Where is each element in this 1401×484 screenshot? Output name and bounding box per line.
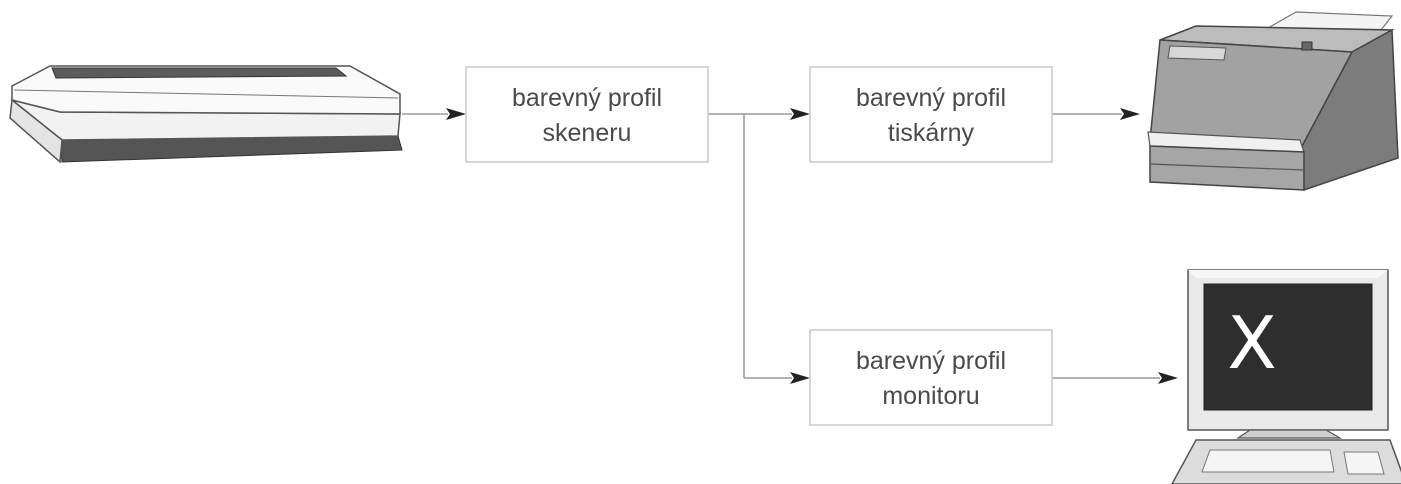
scanner-profile-label-line1: barevný profil — [512, 84, 662, 112]
arrowhead — [446, 108, 466, 120]
connectors — [402, 108, 1178, 384]
monitor-icon — [1171, 269, 1401, 484]
printer-profile-label-line2: tiskárny — [888, 119, 975, 147]
monitor-profile-label-line2: monitoru — [882, 382, 979, 410]
monitor-screen-glyph: X — [1227, 301, 1276, 385]
scanner-profile-box: barevný profil skeneru — [465, 66, 709, 163]
scanner-profile-label-line2: skeneru — [543, 119, 632, 147]
arrowhead — [790, 372, 810, 384]
printer-profile-box: barevný profil tiskárny — [809, 66, 1053, 163]
printer-icon — [1147, 11, 1399, 192]
arrowhead — [1120, 108, 1140, 120]
printer-profile-label-line1: barevný profil — [856, 84, 1006, 112]
monitor-profile-box: barevný profil monitoru — [809, 329, 1053, 426]
arrowhead — [790, 108, 810, 120]
scanner-icon — [9, 65, 403, 164]
monitor-profile-label-line1: barevný profil — [856, 347, 1006, 375]
arrowhead — [1158, 372, 1178, 384]
